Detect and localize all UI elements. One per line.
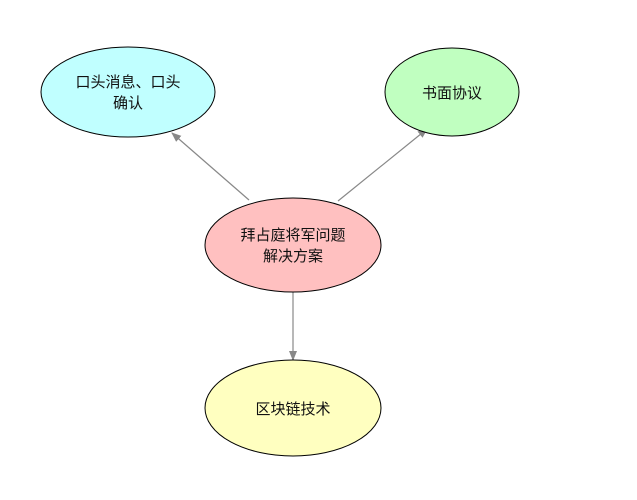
node-bottom[interactable]: 区块链技术 — [204, 359, 382, 457]
edge-center-to-right — [337, 128, 428, 202]
node-right[interactable]: 书面协议 — [384, 47, 520, 137]
node-center[interactable]: 拜占庭将军问题 解决方案 — [204, 197, 382, 293]
node-bottom-label: 区块链技术 — [255, 400, 330, 418]
node-center-line-1: 拜占庭将军问题 — [240, 226, 345, 244]
node-left-line-1: 口头消息、口头 — [75, 73, 180, 91]
node-left[interactable]: 口头消息、口头 确认 — [40, 46, 216, 138]
node-center-line-2: 解决方案 — [263, 247, 323, 265]
edge-center-to-left — [171, 132, 250, 201]
node-right-label: 书面协议 — [422, 84, 482, 102]
node-left-line-2: 确认 — [113, 94, 143, 112]
